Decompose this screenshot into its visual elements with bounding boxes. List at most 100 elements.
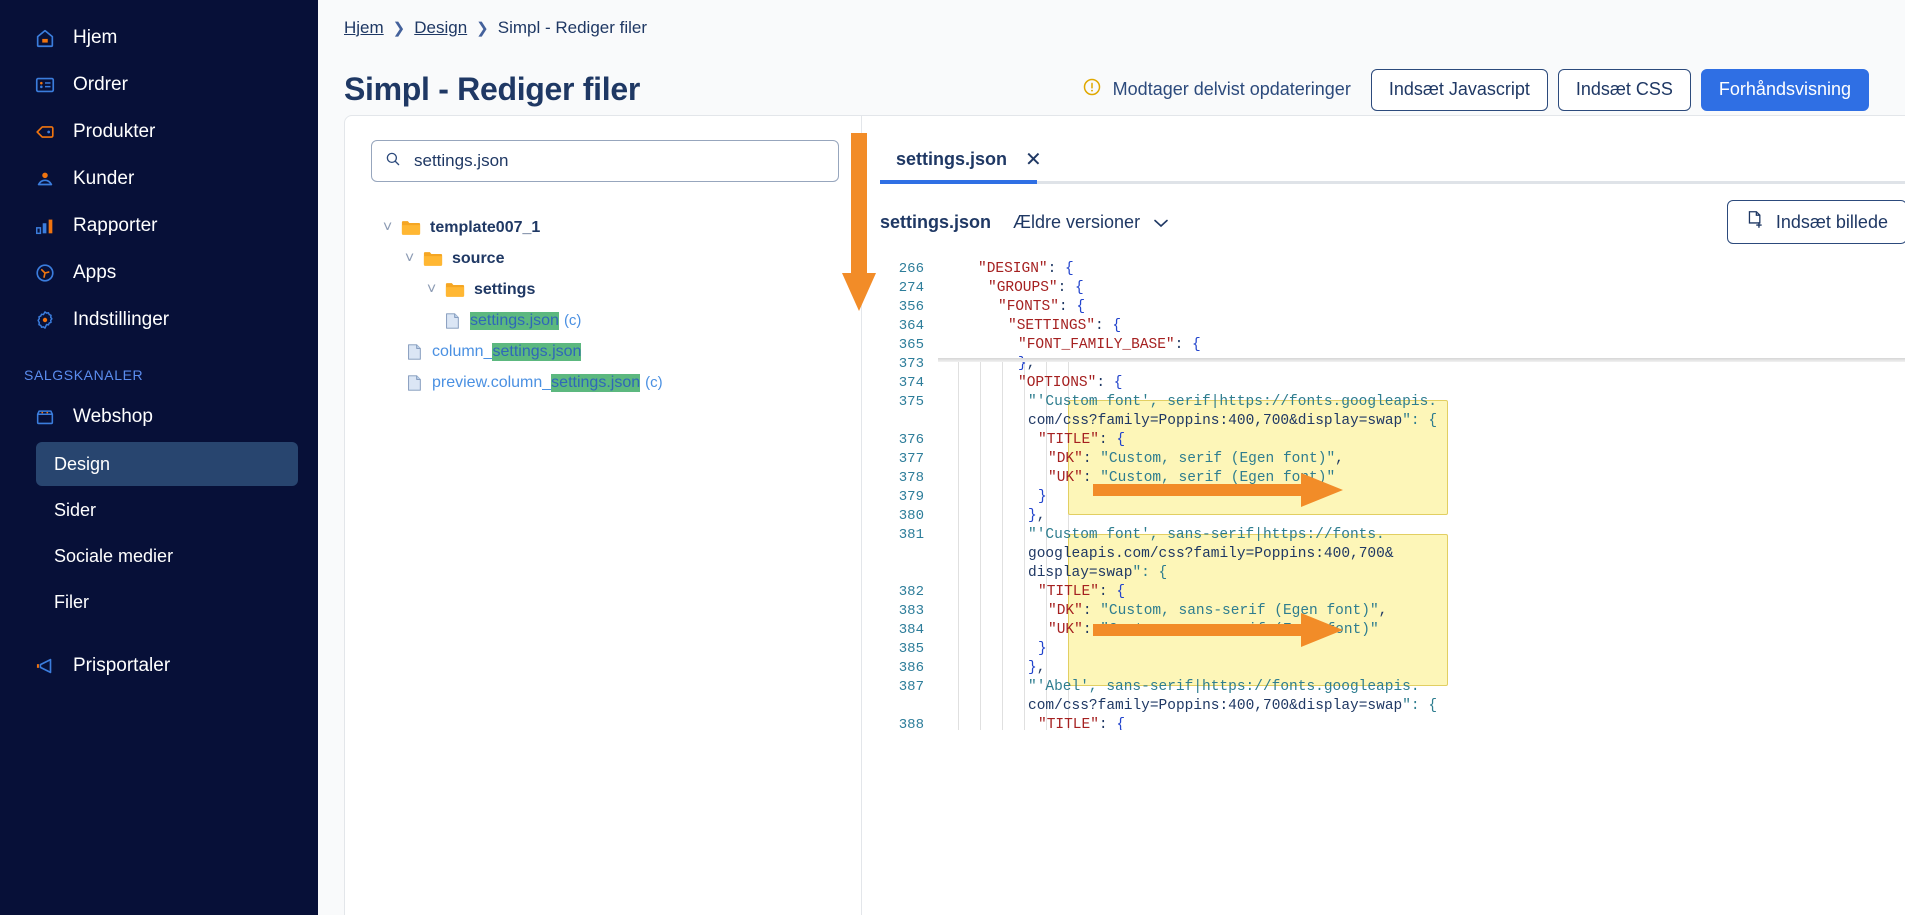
code-line-number: 384 [898,622,924,638]
tree-node-label: settings.json [470,311,559,330]
sidebar-item-indstillinger[interactable]: Indstillinger [0,296,318,343]
file-icon [443,312,461,330]
breadcrumb-link-hjem[interactable]: Hjem [344,18,384,37]
preview-button[interactable]: Forhåndsvisning [1700,68,1869,111]
code-line: 356"FONTS": { [880,298,1905,317]
code-line-text: }, [1028,508,1046,524]
code-area[interactable]: 266"DESIGN": {274"GROUPS": {356"FONTS": … [880,260,1905,730]
tree-file-preview-column-settings-json[interactable]: preview.column_ settings.json (c) [371,367,839,398]
code-line-text: "DESIGN": { [978,261,1074,277]
code-line: 373}, [880,355,1905,374]
tree-node-label: source [452,249,505,267]
sidebar-item-produkter[interactable]: Produkter [0,108,318,155]
sidebar-item-prisportaler[interactable]: Prisportaler [0,642,318,689]
tree-folder-source[interactable]: ˅ source [371,243,839,274]
tag-icon [33,120,57,144]
breadcrumb-chevron-icon: ❯ [476,20,489,37]
tree-folder-settings[interactable]: ˅ settings [371,274,839,305]
home-icon [33,26,57,50]
chevron-down-icon[interactable]: ˅ [404,249,415,267]
code-line: 376"TITLE": { [880,431,1905,450]
file-icon [405,343,423,361]
chevron-down-icon[interactable]: ˅ [382,218,393,236]
chevron-down-icon [1154,212,1168,233]
title-row: Simpl - Rediger filer Modtager delvist o… [344,50,1879,130]
code-line: 379} [880,488,1905,507]
code-line: display=swap": { [880,564,1905,583]
code-line-number: 383 [898,603,924,619]
code-line-number: 376 [898,432,924,448]
sidebar-item-kunder[interactable]: Kunder [0,155,318,202]
code-line-number: 381 [898,527,924,543]
file-tree: ˅ template007_1 ˅ source [371,212,839,398]
gear-icon [33,308,57,332]
sidebar-item-apps[interactable]: Apps [0,249,318,296]
insert-css-button[interactable]: Indsæt CSS [1557,68,1691,111]
tree-node-label: settings.json [492,342,582,361]
warning-circle-icon [1082,77,1102,102]
tree-folder-template007-1[interactable]: ˅ template007_1 [371,212,839,243]
code-line-text: "'Abel', sans-serif|https://fonts.google… [1028,679,1420,695]
code-line: 388"TITLE": { [880,716,1905,730]
breadcrumb: Hjem ❯ Design ❯ Simpl - Rediger filer [344,18,1879,38]
code-line-number: 374 [898,375,924,391]
insert-javascript-button[interactable]: Indsæt Javascript [1370,68,1548,111]
sidebar-item-label: Indstillinger [73,308,170,330]
code-line: 364"SETTINGS": { [880,317,1905,336]
code-line: 266 "DESIGN": { [880,260,1905,279]
code-line-number: 375 [898,394,924,410]
tree-file-settings-json[interactable]: settings.json (c) [371,305,839,336]
sidebar-item-hjem[interactable]: Hjem [0,14,318,61]
code-line-text: com/css?family=Poppins:400,700&display=s… [1028,413,1438,429]
main-sidebar: Hjem Ordrer Produkter [0,0,318,915]
code-line: 380}, [880,507,1905,526]
code-line-number: 386 [898,660,924,676]
code-line: 374"OPTIONS": { [880,374,1905,393]
sidebar-item-webshop[interactable]: Webshop [0,393,318,440]
sidebar-item-label: Hjem [73,26,118,48]
older-versions-dropdown[interactable]: Ældre versioner [1013,212,1168,233]
sidebar-subitem-sociale-medier[interactable]: Sociale medier [36,534,298,578]
chevron-down-icon[interactable]: ˅ [426,280,437,298]
tree-file-column-settings-json[interactable]: column_ settings.json [371,336,839,367]
search-icon [384,150,402,173]
tab-settings-json[interactable]: settings.json ✕ [880,147,1058,184]
code-line-number: 274 [898,280,924,296]
sidebar-subitem-design[interactable]: Design [36,442,298,486]
file-search-box[interactable] [371,140,839,182]
code-fold-separator [938,358,1905,362]
tabstrip-active-underline [880,180,1037,184]
sidebar-subitem-filer[interactable]: Filer [36,580,298,624]
sidebar-item-ordrer[interactable]: Ordrer [0,61,318,108]
sidebar-item-label: Apps [73,261,117,283]
code-highlight-block-2 [1068,534,1448,686]
code-line-text: display=swap": { [1028,565,1168,581]
insert-image-button[interactable]: Indsæt billede [1726,200,1905,244]
sidebar-item-label: Prisportaler [73,654,171,676]
file-search-input[interactable] [412,150,826,172]
code-lines: 266"DESIGN": {274"GROUPS": {356"FONTS": … [880,260,1905,730]
breadcrumb-current: Simpl - Rediger filer [497,18,648,37]
tree-node-flag: (c) [563,312,582,329]
sidebar-item-rapporter[interactable]: Rapporter [0,202,318,249]
code-line: 378"UK": "Custom, serif (Egen font)" [880,469,1905,488]
sidebar-item-label: Produkter [73,120,156,142]
code-line-number: 378 [898,470,924,486]
code-line: 383 "DK": "Custom, sans-serif (Egen font)… [880,602,1905,621]
file-icon [405,374,423,392]
code-line-text: "FONT_FAMILY_BASE": { [1018,337,1201,353]
breadcrumb-link-design[interactable]: Design [414,18,468,37]
sidebar-subitem-sider[interactable]: Sider [36,488,298,532]
code-line-number: 382 [898,584,924,600]
code-line: com/css?family=Poppins:400,700&display=s… [880,412,1905,431]
sidebar-item-label: Webshop [73,405,153,427]
sidebar-group-title: SALGSKANALER [24,367,144,383]
sidebar-subitem-label: Design [54,453,111,474]
close-icon[interactable]: ✕ [1025,149,1042,171]
code-line-text: "DK": "Custom, sans-serif (Egen font)", [1048,603,1388,619]
tabstrip-underline [880,181,1905,184]
code-line-text: "'Custom font', serif|https://fonts.goog… [1028,394,1437,410]
code-line-number: 266 [898,261,924,277]
code-line-number: 377 [898,451,924,467]
